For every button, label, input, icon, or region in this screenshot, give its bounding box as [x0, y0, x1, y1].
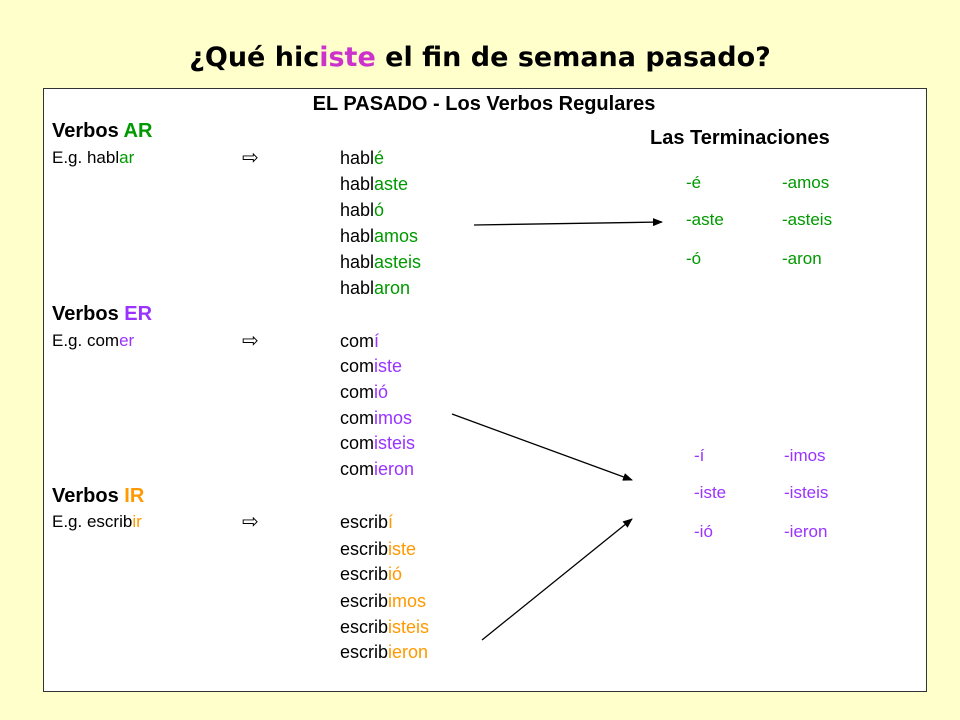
ending-er-ir: -ieron [784, 522, 828, 541]
ending-ar: -aron [782, 249, 822, 268]
form-stem: com [340, 433, 375, 453]
ending-er-ir: -imos [784, 446, 826, 465]
form-stem: habl [340, 200, 375, 220]
form-ending: imos [388, 591, 427, 611]
group-heading-ar: Verbos AR [52, 120, 152, 143]
ending-er-ir: -ió [694, 522, 713, 541]
form-ending: imos [374, 408, 413, 428]
example-verb-ir: E.g. escribir [52, 512, 142, 532]
example-verb-ar: E.g. hablar [52, 148, 134, 168]
right-arrow-icon: ⇨ [242, 330, 259, 352]
form-ending: ió [388, 564, 403, 584]
form-ending: iste [388, 539, 417, 559]
subtitle: EL PASADO - Los Verbos Regulares [312, 93, 656, 115]
form-ending: ió [374, 382, 389, 402]
endings-title: Las Terminaciones [650, 127, 830, 149]
form-stem: habl [340, 278, 375, 298]
form-stem: habl [340, 174, 375, 194]
form-ending: ieron [374, 459, 415, 479]
ending-er-ir: -í [694, 446, 705, 465]
form-stem: com [340, 408, 375, 428]
form-ending: iste [374, 356, 403, 376]
form-stem: escrib [340, 617, 389, 637]
title-suffix: el fin de semana pasado? [375, 42, 771, 73]
form-stem: escrib [340, 539, 389, 559]
example-prefix: E.g. habl [52, 148, 120, 167]
form-ending: isteis [388, 617, 430, 637]
form-ending: ó [374, 200, 385, 220]
conjugated-form: escribiste [340, 539, 416, 560]
heading-label: Verbos [52, 303, 125, 325]
heading-type: AR [123, 120, 153, 142]
title-prefix: ¿Qué hic [189, 42, 320, 73]
form-ending: é [374, 148, 385, 168]
conjugated-form: hablamos [340, 226, 418, 247]
conjugated-form: escribimos [340, 591, 426, 612]
conjugated-form: escribieron [340, 642, 428, 663]
example-ending: er [119, 331, 135, 350]
group-heading-er: Verbos ER [52, 303, 152, 326]
ending-ar: -amos [782, 173, 830, 192]
heading-type: IR [124, 485, 145, 507]
conjugated-form: comisteis [340, 433, 415, 454]
ending-er-ir: -isteis [784, 483, 829, 502]
form-stem: escrib [340, 512, 389, 532]
heading-type: ER [124, 303, 153, 325]
form-stem: com [340, 382, 375, 402]
form-stem: escrib [340, 591, 389, 611]
conjugated-form: comiste [340, 356, 402, 377]
form-ending: í [374, 331, 380, 351]
form-stem: escrib [340, 564, 389, 584]
page-title: ¿Qué hiciste el fin de semana pasado? [0, 42, 960, 73]
heading-label: Verbos [52, 120, 124, 142]
example-ending: ar [119, 148, 135, 167]
example-prefix: E.g. com [52, 331, 120, 350]
group-heading-ir: Verbos IR [52, 485, 144, 508]
conjugated-form: escribisteis [340, 617, 429, 638]
form-stem: habl [340, 226, 375, 246]
conjugated-form: comimos [340, 408, 412, 429]
conjugated-form: hablaste [340, 174, 408, 195]
form-ending: í [388, 512, 394, 532]
ending-er-ir: -iste [694, 483, 727, 502]
heading-label: Verbos [52, 485, 125, 507]
right-arrow-icon: ⇨ [242, 511, 259, 533]
form-ending: asteis [374, 252, 422, 272]
conjugated-form: comí [340, 331, 379, 352]
conjugated-form: comió [340, 382, 388, 403]
conjugated-form: escribí [340, 512, 393, 533]
right-arrow-icon: ⇨ [242, 147, 259, 169]
form-stem: com [340, 331, 375, 351]
form-stem: habl [340, 252, 375, 272]
example-verb-er: E.g. comer [52, 331, 134, 351]
form-ending: isteis [374, 433, 416, 453]
ending-ar: -é [686, 173, 702, 192]
ending-ar: -ó [686, 249, 702, 268]
conjugated-form: hablaron [340, 278, 410, 299]
conjugated-form: habló [340, 200, 384, 221]
form-stem: habl [340, 148, 375, 168]
form-ending: ieron [388, 642, 429, 662]
example-ending: ir [132, 512, 142, 531]
form-stem: com [340, 356, 375, 376]
form-ending: amos [374, 226, 419, 246]
conjugated-form: escribió [340, 564, 402, 585]
example-prefix: E.g. escrib [52, 512, 133, 531]
form-ending: aste [374, 174, 409, 194]
form-stem: escrib [340, 642, 389, 662]
ending-ar: -asteis [782, 210, 833, 229]
conjugated-form: comieron [340, 459, 414, 480]
title-accent: iste [319, 42, 376, 73]
conjugated-form: hablé [340, 148, 384, 169]
form-ending: aron [374, 278, 411, 298]
form-stem: com [340, 459, 375, 479]
conjugated-form: hablasteis [340, 252, 421, 273]
ending-ar: -aste [686, 210, 724, 229]
